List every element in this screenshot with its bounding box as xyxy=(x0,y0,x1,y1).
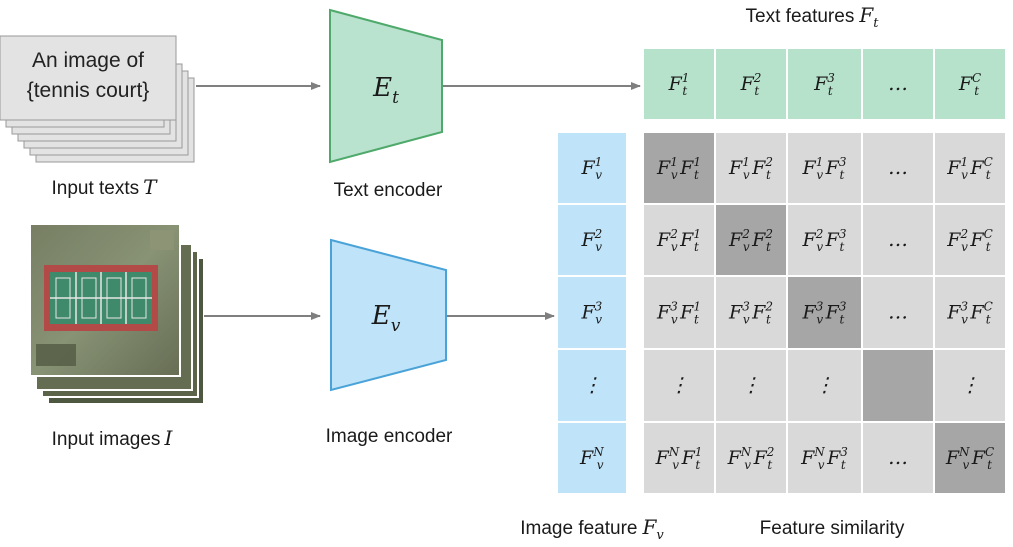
similarity-cell-diagonal xyxy=(861,348,935,423)
similarity-cell-label: … xyxy=(888,300,908,324)
similarity-cell xyxy=(642,421,716,495)
similarity-cell-label: ⋮ xyxy=(741,373,761,397)
similarity-cell-diagonal xyxy=(714,203,788,277)
similarity-cell xyxy=(933,348,1007,423)
similarity-cell xyxy=(642,275,716,350)
text-encoder-symbol: Et xyxy=(372,73,399,108)
similarity-cell xyxy=(786,421,863,495)
similarity-cell xyxy=(933,131,1007,205)
image-encoder-symbol: Ev xyxy=(371,301,401,336)
similarity-cell-label: … xyxy=(888,227,908,251)
similarity-cell xyxy=(642,203,716,277)
similarity-cell-label: ⋮ xyxy=(815,373,835,397)
image-feature-cell xyxy=(556,348,628,423)
input-text-line1: An image of xyxy=(32,49,144,72)
text-feature-cell xyxy=(714,47,788,121)
text-feature-cell xyxy=(786,47,863,121)
text-encoder-trapezoid xyxy=(329,8,443,164)
image-encoder-caption: Image encoder xyxy=(326,426,453,447)
image-feature-cell xyxy=(556,421,628,495)
text-feature-label: … xyxy=(888,71,908,95)
similarity-cell xyxy=(933,203,1007,277)
similarity-cell-label: ⋮ xyxy=(960,373,980,397)
text-encoder-caption: Text encoder xyxy=(334,180,443,201)
similarity-cell-label: … xyxy=(888,155,908,179)
input-text-stack: An image of {tennis court} xyxy=(0,35,195,163)
similarity-cell-diagonal xyxy=(786,275,863,350)
similarity-cell-diagonal xyxy=(642,131,716,205)
similarity-cell xyxy=(714,348,788,423)
similarity-cell xyxy=(861,421,935,495)
text-card xyxy=(0,35,177,121)
input-image-stack xyxy=(29,223,205,405)
similarity-cell-diagonal xyxy=(933,421,1007,495)
image-feature-cell xyxy=(556,275,628,350)
input-text-line2: {tennis court} xyxy=(27,79,150,102)
image-feature-label: ⋮ xyxy=(582,373,602,397)
similarity-cell-label: … xyxy=(888,445,908,469)
similarity-cell xyxy=(714,275,788,350)
similarity-cell xyxy=(714,131,788,205)
similarity-cell xyxy=(786,203,863,277)
text-feature-cell xyxy=(933,47,1007,121)
text-feature-cell xyxy=(642,47,716,121)
image-feature-cell xyxy=(556,203,628,277)
image-feature-cell xyxy=(556,131,628,205)
similarity-cell xyxy=(642,348,716,423)
feature-similarity-caption: Feature similarity xyxy=(760,518,905,539)
similarity-cell-label: ⋮ xyxy=(669,373,689,397)
similarity-cell xyxy=(786,131,863,205)
image-encoder-trapezoid xyxy=(330,238,447,392)
